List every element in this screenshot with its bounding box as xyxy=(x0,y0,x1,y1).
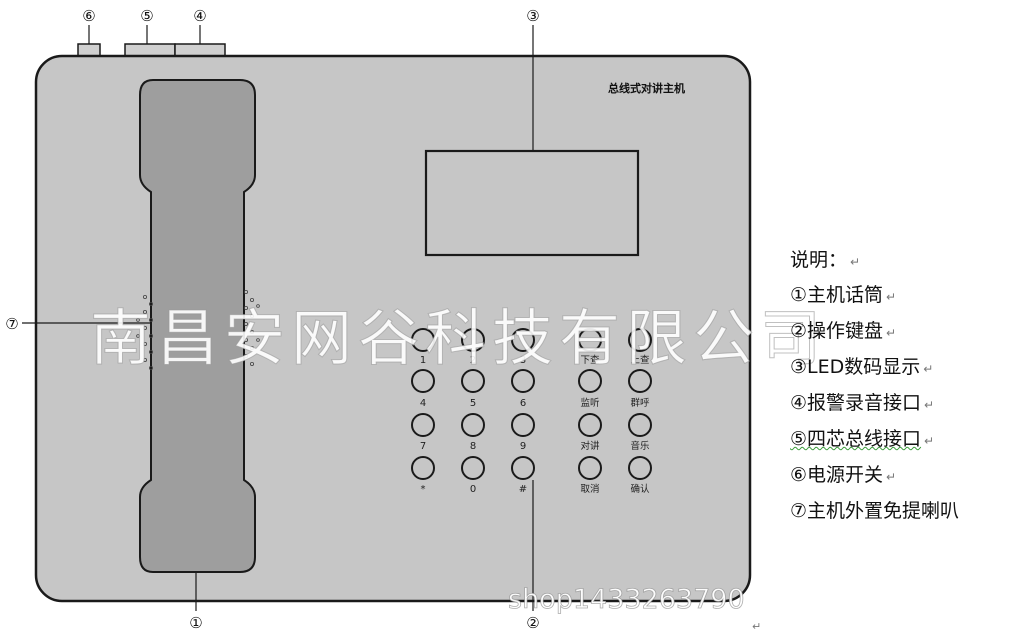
key-confirm xyxy=(628,456,652,480)
legend-row: 说明：↵ xyxy=(790,243,1033,277)
return-mark-icon: ↵ xyxy=(850,255,861,269)
legend-item: ①主机话筒 xyxy=(790,284,884,306)
device-title: 总线式对讲主机 xyxy=(608,81,685,95)
legend-row: ④报警录音接口↵ xyxy=(790,385,1033,421)
speaker-grille xyxy=(136,289,260,370)
return-mark-icon: ↵ xyxy=(886,326,897,340)
key-hash xyxy=(511,456,535,480)
key-up-search xyxy=(628,328,652,352)
key-label: 对讲 xyxy=(580,440,600,452)
key-7 xyxy=(411,413,435,437)
key-label: 1 xyxy=(420,355,426,366)
key-label: 2 xyxy=(470,355,476,366)
key-label: 8 xyxy=(470,441,476,452)
four-core-bus-connector xyxy=(124,43,176,57)
return-mark-icon: ↵ xyxy=(886,470,897,484)
key-label: 取消 xyxy=(580,483,599,495)
key-label: 6 xyxy=(520,398,526,409)
key-group-call xyxy=(628,369,652,393)
callout-4: ④ xyxy=(193,7,206,25)
key-2 xyxy=(461,328,485,352)
legend-row: ①主机话筒↵ xyxy=(790,277,1033,313)
key-music xyxy=(628,413,652,437)
led-display xyxy=(424,149,640,257)
callout-2: ② xyxy=(526,614,539,632)
key-label: # xyxy=(519,484,527,495)
key-label: * xyxy=(421,484,426,495)
return-mark-icon: ↵ xyxy=(924,434,935,448)
key-1 xyxy=(411,328,435,352)
key-label: 5 xyxy=(470,398,476,409)
legend-item: ③LED数码显示 xyxy=(790,356,921,378)
keypad xyxy=(411,328,652,480)
key-label: 3 xyxy=(520,355,526,366)
key-label: 监听 xyxy=(580,397,600,409)
key-label: 上查 xyxy=(630,354,650,366)
legend: 说明：↵ ①主机话筒↵ ②操作键盘↵ ③LED数码显示↵ ④报警录音接口↵ ⑤四… xyxy=(790,243,1033,529)
key-3 xyxy=(511,328,535,352)
return-mark-icon: ↵ xyxy=(923,362,934,376)
legend-row: ⑤四芯总线接口↵ xyxy=(790,421,1033,457)
shop-watermark: shop1433263790 xyxy=(508,584,745,615)
callout-1: ① xyxy=(189,614,202,632)
legend-row: ②操作键盘↵ xyxy=(790,313,1033,349)
return-mark-icon: ↵ xyxy=(924,398,935,412)
key-label: 下查 xyxy=(580,354,600,366)
legend-row: ③LED数码显示↵ xyxy=(790,349,1033,385)
key-label: 确认 xyxy=(630,483,650,495)
key-cancel xyxy=(578,456,602,480)
key-label: 群呼 xyxy=(630,397,650,409)
handset xyxy=(139,79,256,573)
return-mark-icon: ↵ xyxy=(752,620,762,633)
key-4 xyxy=(411,369,435,393)
key-label: 7 xyxy=(420,441,426,452)
callout-5: ⑤ xyxy=(140,7,153,25)
key-label: 4 xyxy=(420,398,426,409)
legend-item: ⑦主机外置免提喇叭 xyxy=(790,500,960,522)
leader-lines xyxy=(22,25,534,611)
key-8 xyxy=(461,413,485,437)
callout-7: ⑦ xyxy=(5,315,18,333)
return-mark-icon: ↵ xyxy=(886,290,897,304)
key-5 xyxy=(461,369,485,393)
key-label: 9 xyxy=(520,441,526,452)
key-6 xyxy=(511,369,535,393)
callout-3: ③ xyxy=(526,7,539,25)
key-down-search xyxy=(578,328,602,352)
callout-6: ⑥ xyxy=(82,7,95,25)
legend-row: ⑦主机外置免提喇叭 xyxy=(790,493,1033,529)
legend-item: ⑤四芯总线接口 xyxy=(790,428,922,450)
alarm-record-connector xyxy=(174,43,226,57)
legend-item: ④报警录音接口 xyxy=(790,392,922,414)
key-star xyxy=(411,456,435,480)
legend-title: 说明： xyxy=(790,249,848,271)
key-label: 音乐 xyxy=(630,440,650,452)
key-label: 0 xyxy=(470,484,476,495)
key-intercom xyxy=(578,413,602,437)
key-9 xyxy=(511,413,535,437)
legend-row: ⑥电源开关↵ xyxy=(790,457,1033,493)
legend-item: ⑥电源开关 xyxy=(790,464,884,486)
legend-item: ②操作键盘 xyxy=(790,320,884,342)
key-0 xyxy=(461,456,485,480)
key-monitor xyxy=(578,369,602,393)
